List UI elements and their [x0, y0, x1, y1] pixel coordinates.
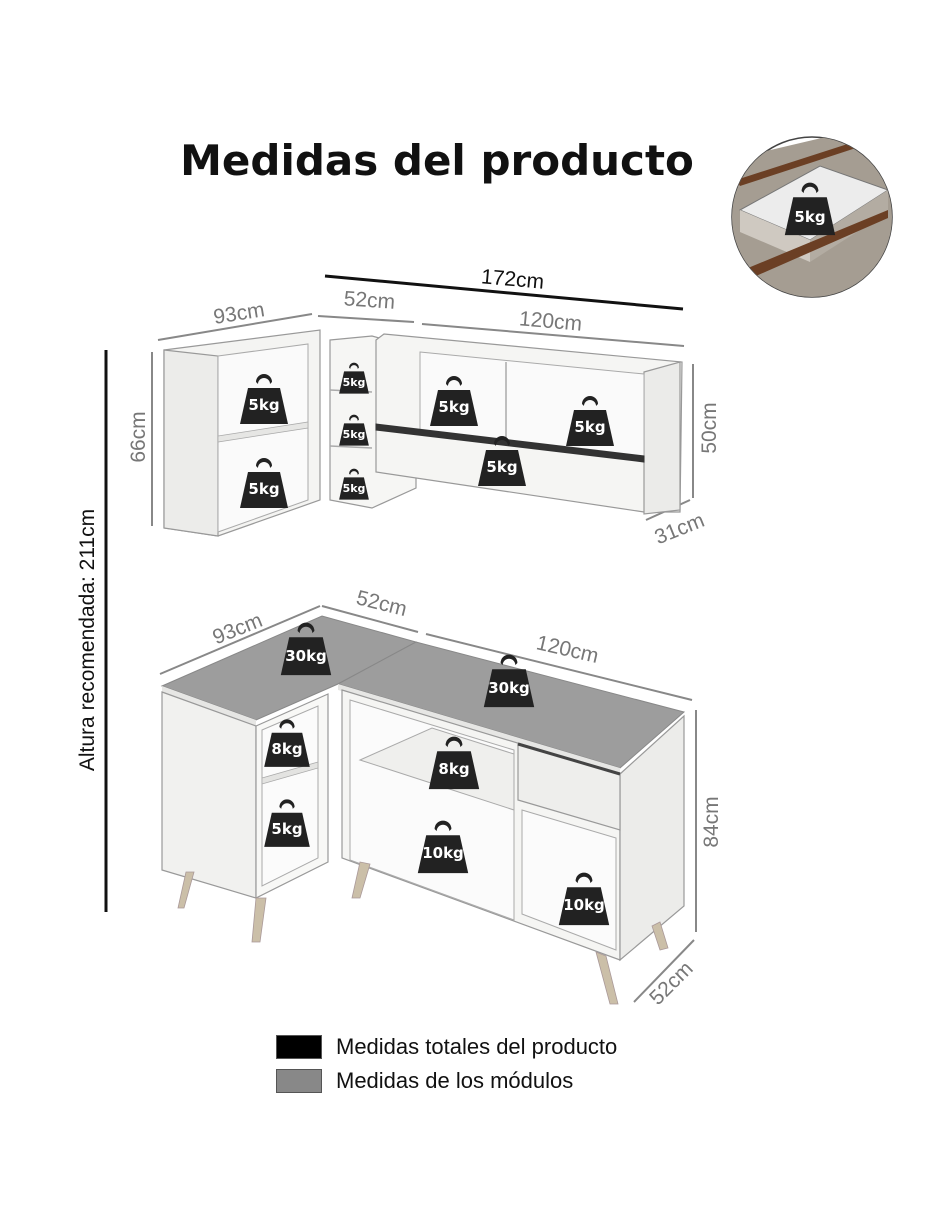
weight-icon: 8kg	[264, 719, 310, 767]
svg-text:5kg: 5kg	[486, 458, 517, 476]
legend: Medidas totales del producto Medidas de …	[276, 1032, 617, 1100]
legend-label: Medidas totales del producto	[336, 1034, 618, 1059]
page-title: Medidas del producto	[180, 136, 694, 185]
svg-text:5kg: 5kg	[343, 376, 366, 389]
upper-left-width: 93cm	[212, 298, 266, 329]
svg-text:8kg: 8kg	[271, 740, 302, 758]
upper-module: 172cm 93cm 52cm 120cm 66cm 50cm 31cm 5kg…	[127, 265, 721, 549]
svg-text:10kg: 10kg	[422, 844, 464, 862]
svg-text:5kg: 5kg	[248, 396, 279, 414]
upper-corner-width: 52cm	[343, 287, 396, 314]
svg-text:10kg: 10kg	[563, 896, 605, 914]
legend-label: Medidas de los módulos	[336, 1068, 574, 1093]
upper-total-width: 172cm	[480, 265, 545, 293]
total-width-line	[324, 274, 684, 311]
svg-text:5kg: 5kg	[343, 482, 366, 495]
legend-item-total: Medidas totales del producto	[276, 1032, 617, 1062]
weight-icon: 5kg	[339, 414, 369, 446]
svg-text:5kg: 5kg	[271, 820, 302, 838]
weight-icon: 5kg	[430, 376, 478, 426]
recommended-height-label: Altura recomendada: 211cm	[76, 509, 99, 771]
weight-icon: 5kg	[339, 468, 369, 500]
weight-icon: 5kg	[339, 362, 369, 394]
weight-label: 5kg	[794, 208, 825, 226]
svg-text:30kg: 30kg	[285, 647, 327, 665]
upper-right-width: 120cm	[518, 307, 583, 335]
weight-icon: 8kg	[428, 736, 480, 790]
weight-icon: 5kg	[264, 799, 310, 847]
svg-text:5kg: 5kg	[248, 480, 279, 498]
lower-height: 84cm	[700, 796, 723, 847]
weight-icon: 5kg	[240, 458, 288, 508]
weight-icon: 5kg	[240, 374, 288, 424]
weight-icon: 30kg	[280, 622, 332, 676]
legend-swatch-black	[276, 1035, 322, 1059]
upper-right-height: 50cm	[698, 402, 721, 453]
svg-text:8kg: 8kg	[438, 760, 469, 778]
weight-icon: 5kg	[566, 396, 614, 446]
svg-text:30kg: 30kg	[488, 679, 530, 697]
weight-icon: 10kg	[558, 872, 610, 926]
lower-left-width: 93cm	[209, 609, 265, 650]
weight-icon: 5kg	[784, 182, 836, 236]
legend-item-modules: Medidas de los módulos	[276, 1066, 617, 1096]
weight-icon: 5kg	[478, 436, 526, 486]
weight-icon: 10kg	[417, 820, 469, 874]
svg-text:5kg: 5kg	[438, 398, 469, 416]
weight-icon: 30kg	[483, 654, 535, 708]
upper-left-height: 66cm	[127, 411, 150, 462]
svg-text:5kg: 5kg	[343, 428, 366, 441]
drawer-inset: 5kg	[731, 136, 893, 298]
lower-module: 93cm 52cm 120cm 84cm 52cm 30kg	[159, 586, 723, 1010]
legend-swatch-gray	[276, 1069, 322, 1093]
svg-text:5kg: 5kg	[574, 418, 605, 436]
